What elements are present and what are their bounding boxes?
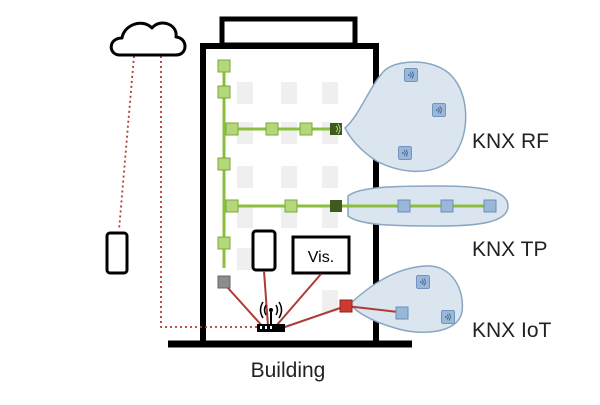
monitor-icon: [291, 235, 351, 275]
tablet-icon: [251, 229, 277, 272]
gray-gateway-box: [217, 275, 231, 289]
building-roof-box: [219, 16, 358, 48]
knx-rf-zone: [344, 61, 467, 172]
wireless-device-icon: [432, 103, 446, 117]
knx-rf-label: KNX RF: [472, 130, 549, 153]
iot-gateway-box: [339, 299, 353, 313]
wireless-device-icon: [404, 68, 418, 82]
tp-devices: [397, 199, 497, 213]
knx-iot-zone: [348, 265, 464, 333]
building-label: Building: [251, 359, 326, 382]
building: [168, 16, 412, 348]
knx-iot-label: KNX IoT: [472, 319, 552, 342]
iot-devices: [395, 275, 455, 324]
wireless-device-icon: [416, 275, 430, 289]
wireless-device-icon: [398, 146, 412, 160]
wireless-device-icon: [441, 310, 455, 324]
cloud-icon: [109, 21, 187, 57]
visualization-monitor: Vis.: [291, 235, 351, 275]
visualization-label: Vis.: [308, 249, 334, 266]
wireless-router-icon: [257, 301, 285, 332]
rf-coupler-waves: [335, 123, 341, 135]
smartphone-icon: [105, 231, 129, 275]
knx-tp-label: KNX TP: [472, 238, 547, 261]
tp-nodes: [217, 59, 313, 250]
cloud-links: [118, 55, 268, 328]
router-links: [227, 270, 399, 329]
